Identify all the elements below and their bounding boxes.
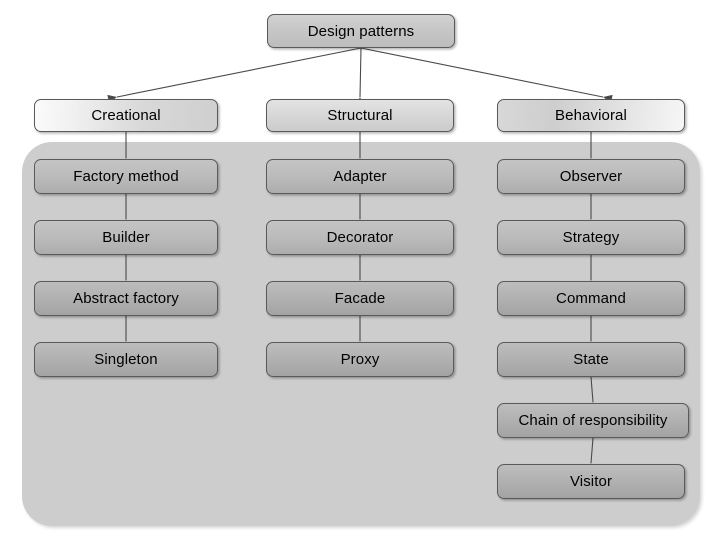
node-label: Factory method: [73, 168, 179, 185]
root-node-design-patterns[interactable]: Design patterns: [267, 14, 455, 48]
node-label: Proxy: [340, 351, 380, 368]
pattern-node-command[interactable]: Command: [497, 281, 685, 316]
category-node-structural[interactable]: Structural: [266, 99, 454, 132]
node-label: Creational: [91, 107, 161, 124]
node-label: Structural: [327, 107, 393, 124]
node-label: Abstract factory: [73, 290, 179, 307]
category-node-creational[interactable]: Creational: [34, 99, 218, 132]
pattern-node-chain-of-responsibility[interactable]: Chain of responsibility: [497, 403, 689, 438]
patterns-container-panel: [22, 142, 700, 526]
node-label: Builder: [102, 229, 150, 246]
pattern-node-state[interactable]: State: [497, 342, 685, 377]
node-label: Adapter: [333, 168, 387, 185]
pattern-node-singleton[interactable]: Singleton: [34, 342, 218, 377]
node-label: Behavioral: [555, 107, 627, 124]
pattern-node-visitor[interactable]: Visitor: [497, 464, 685, 499]
pattern-node-abstract-factory[interactable]: Abstract factory: [34, 281, 218, 316]
pattern-node-adapter[interactable]: Adapter: [266, 159, 454, 194]
node-label: Facade: [334, 290, 386, 307]
pattern-node-proxy[interactable]: Proxy: [266, 342, 454, 377]
node-label: Design patterns: [307, 22, 415, 40]
node-label: Command: [556, 290, 626, 307]
node-label: State: [573, 351, 609, 368]
node-label: Chain of responsibility: [518, 412, 668, 429]
node-label: Decorator: [326, 229, 394, 246]
node-label: Visitor: [569, 473, 613, 490]
pattern-node-strategy[interactable]: Strategy: [497, 220, 685, 255]
node-label: Observer: [559, 168, 623, 185]
pattern-node-factory-method[interactable]: Factory method: [34, 159, 218, 194]
pattern-node-facade[interactable]: Facade: [266, 281, 454, 316]
pattern-node-builder[interactable]: Builder: [34, 220, 218, 255]
pattern-node-decorator[interactable]: Decorator: [266, 220, 454, 255]
category-node-behavioral[interactable]: Behavioral: [497, 99, 685, 132]
node-label: Strategy: [562, 229, 620, 246]
node-label: Singleton: [94, 351, 158, 368]
pattern-node-observer[interactable]: Observer: [497, 159, 685, 194]
